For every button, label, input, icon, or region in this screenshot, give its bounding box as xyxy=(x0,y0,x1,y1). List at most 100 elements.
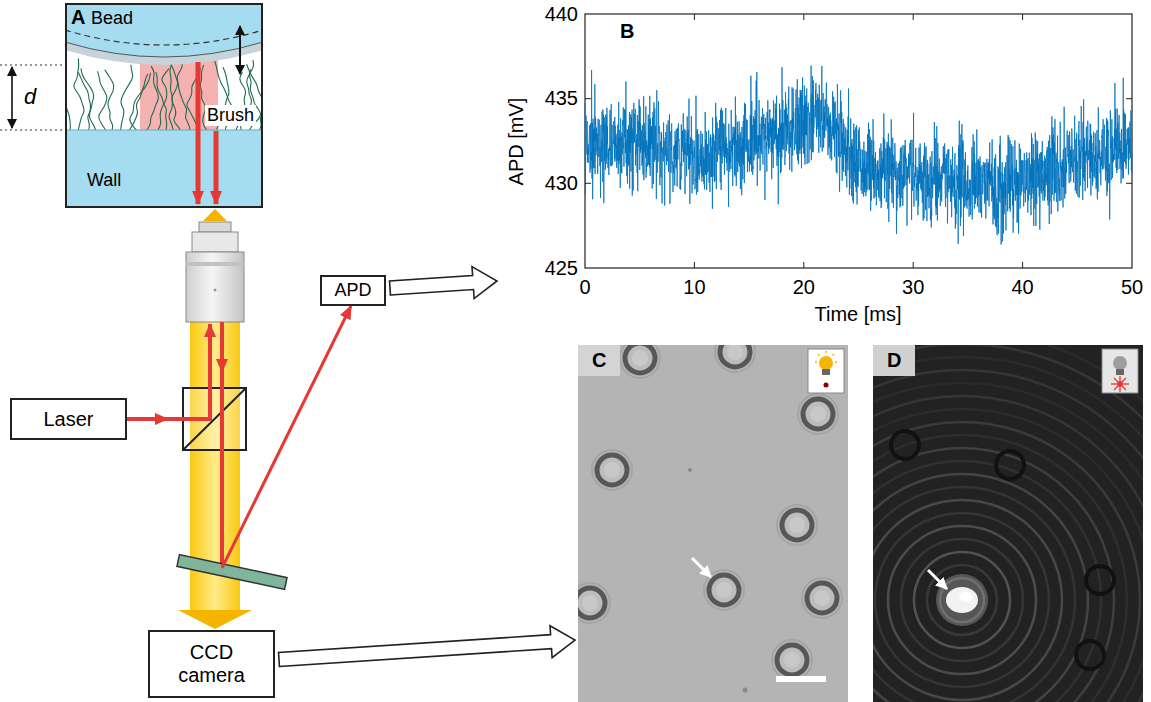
box-label: APD xyxy=(334,280,371,301)
image-panel: C xyxy=(578,345,848,702)
lamp-rays xyxy=(835,361,837,363)
laser-on xyxy=(1117,381,1123,387)
light-icon xyxy=(808,349,844,393)
interference-rings xyxy=(873,500,1062,700)
reflected-beam xyxy=(222,306,351,568)
axis-ticks xyxy=(585,14,1132,268)
lamp-rays xyxy=(833,354,835,356)
bead-image xyxy=(716,582,732,598)
axis-ticks xyxy=(803,14,804,20)
laser-off xyxy=(824,383,829,388)
lamp-base xyxy=(822,369,830,375)
illumination-tip xyxy=(203,209,227,221)
bead-image xyxy=(777,505,817,545)
polymer-brush xyxy=(129,74,148,131)
dimension-arrow xyxy=(11,67,13,128)
bead-image xyxy=(777,645,807,675)
bead-body xyxy=(65,3,263,57)
dimension-line xyxy=(0,129,70,130)
interference-rings xyxy=(873,345,1143,702)
bead-spot xyxy=(946,587,978,613)
interference-rings xyxy=(888,526,1036,674)
dimension-label: d xyxy=(24,84,36,109)
bead-spot xyxy=(959,592,973,602)
bead-image xyxy=(798,394,838,434)
lamp-off xyxy=(1113,356,1127,370)
bead-image xyxy=(715,345,755,372)
axis-ticks xyxy=(913,14,914,20)
reflected-beam xyxy=(220,368,224,568)
panel-a-frame: A BeadBrushWall xyxy=(65,3,263,208)
bead-image xyxy=(807,583,837,613)
objective xyxy=(199,222,231,232)
panel-letter: A xyxy=(71,6,85,29)
bead-image xyxy=(814,590,830,606)
tick-label: 440 xyxy=(545,3,578,26)
bead-image xyxy=(582,595,598,611)
polymer-brush xyxy=(78,72,96,131)
bead-edge xyxy=(65,42,263,57)
polymer-brush xyxy=(105,70,114,131)
hollow-arrow xyxy=(390,267,497,299)
bead-glow xyxy=(936,574,988,626)
motion-arrow xyxy=(239,26,241,74)
bead-image xyxy=(772,640,812,680)
part-label: Wall xyxy=(87,170,121,191)
interference-rings xyxy=(914,552,1010,648)
debris xyxy=(743,688,748,693)
reflection-arrow xyxy=(196,62,201,204)
laser-image xyxy=(873,345,1143,702)
interference-rings xyxy=(873,370,1143,702)
brightfield-image xyxy=(578,345,848,702)
axis-ticks xyxy=(803,262,804,268)
interference-rings xyxy=(873,396,1143,702)
bead-image xyxy=(802,578,842,618)
light-icon xyxy=(1102,349,1138,393)
bead-image xyxy=(802,578,842,618)
interference-rings xyxy=(873,345,1143,702)
bead-image xyxy=(715,345,755,372)
laser-beam xyxy=(127,417,168,421)
polymer-brush xyxy=(121,65,133,131)
interference-rings xyxy=(901,539,1023,661)
objective-ring xyxy=(186,262,244,266)
tick-label: 20 xyxy=(793,276,815,299)
image-panel: D xyxy=(873,345,1143,702)
bead-image xyxy=(620,345,660,378)
brush-ground xyxy=(65,3,263,208)
pointer-arrow xyxy=(928,570,947,589)
plot-panel: B xyxy=(500,0,1145,312)
laser-on xyxy=(1114,378,1126,390)
image-ground xyxy=(873,345,1143,702)
bead-image xyxy=(772,640,812,680)
axis-title: Time [ms] xyxy=(814,303,901,326)
tick-label: 0 xyxy=(579,276,590,299)
pointer-arrow xyxy=(692,558,711,577)
interference-rings xyxy=(873,448,1114,702)
bead-image xyxy=(720,345,750,367)
bead-image xyxy=(597,455,627,485)
bead-image xyxy=(709,575,739,605)
interference-rings xyxy=(873,461,1101,702)
part-label: Bead xyxy=(91,8,133,29)
polymer-brush xyxy=(74,58,84,131)
tick-label: 40 xyxy=(1011,276,1033,299)
panel-letter: C xyxy=(578,345,620,376)
axis-ticks xyxy=(585,183,591,184)
image-ground xyxy=(578,345,848,702)
bead-image xyxy=(789,517,805,533)
bead-image xyxy=(632,350,648,366)
panel-letter: B xyxy=(618,20,636,43)
part-label: Brush xyxy=(205,105,256,126)
axis-ticks xyxy=(1126,98,1132,99)
interference-rings xyxy=(873,422,1140,702)
reflection-arrow xyxy=(214,131,219,204)
polymer-brush xyxy=(170,64,181,131)
axis-ticks xyxy=(913,262,914,268)
reflected-beam xyxy=(220,322,224,372)
bead-image xyxy=(803,399,833,429)
bead-image xyxy=(592,450,632,490)
